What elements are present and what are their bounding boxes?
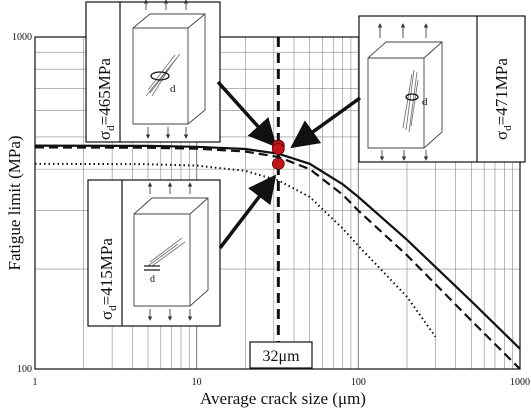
inset-471-label: σd=471MPa xyxy=(492,58,514,140)
data-point xyxy=(271,157,285,170)
arrow-415 xyxy=(218,174,277,250)
arrow-465 xyxy=(216,80,277,148)
inset-415-label: σd=415MPa xyxy=(97,238,119,320)
data-point xyxy=(271,143,285,155)
x-tick-label: 10 xyxy=(192,377,202,388)
inset-415: σd=415MPa d xyxy=(87,179,221,327)
arrow-471 xyxy=(290,96,362,149)
cube-illustration: d xyxy=(132,0,206,139)
x-tick-label: 1000 xyxy=(510,377,530,388)
x-axis-label: Average crack size (μm) xyxy=(200,389,366,408)
y-axis-label: Fatigue limit (MPa) xyxy=(5,135,24,270)
tick-labels: 1 10 100 1000 1000 100 xyxy=(12,32,530,388)
inset-471: σd=471MPa d xyxy=(358,15,526,163)
points-layer xyxy=(271,139,285,170)
series-layer xyxy=(34,144,521,370)
inset-415-d: d xyxy=(150,274,155,285)
pointer-arrows xyxy=(216,80,362,250)
y-tick-label: 100 xyxy=(17,364,32,375)
inset-465: σd=465MPa d xyxy=(85,0,221,143)
cube-illustration: d xyxy=(133,182,209,321)
series-line-dashed xyxy=(34,146,521,370)
vline-label-box: 32μm xyxy=(249,341,313,369)
inset-465-d: d xyxy=(170,83,176,95)
x-tick-label: 1 xyxy=(33,377,38,388)
y-tick-label: 1000 xyxy=(12,32,32,43)
vline-label: 32μm xyxy=(262,348,300,365)
x-tick-label: 100 xyxy=(351,377,366,388)
inset-465-label: σd=465MPa xyxy=(95,58,117,140)
inset-471-d: d xyxy=(422,96,428,108)
series-line-solid xyxy=(34,144,521,350)
cube-illustration: d xyxy=(367,23,443,161)
